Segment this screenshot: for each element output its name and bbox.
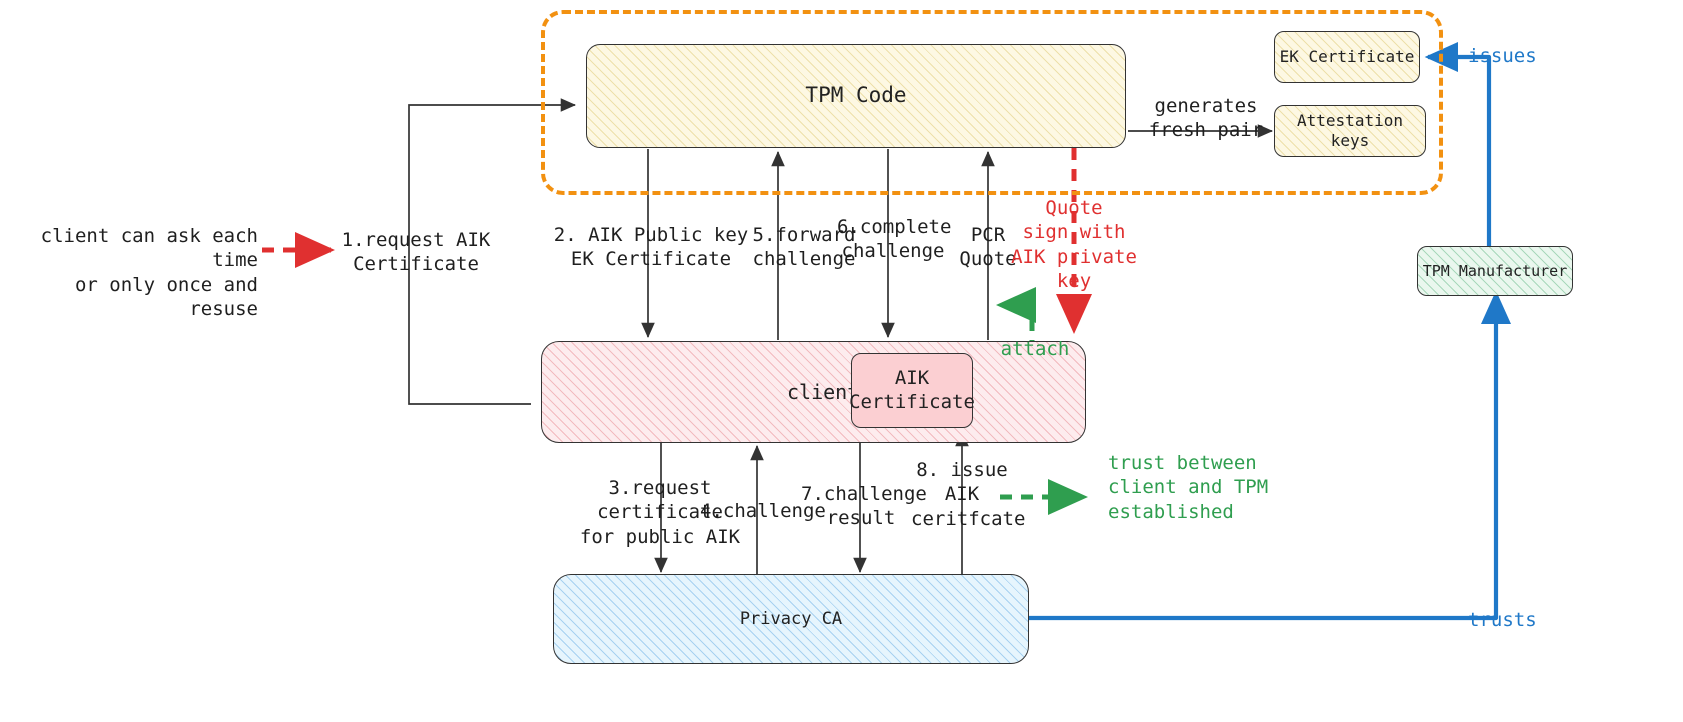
label-trust-note: trust between client and TPM established [1108, 452, 1269, 523]
node-attestation-keys[interactable]: Attestation keys [1274, 105, 1426, 157]
node-privacy-ca-label: Privacy CA [739, 608, 843, 629]
label-quote-sign: Quote sign with AIK private key [1011, 197, 1137, 292]
label-step4: 4.challenge [700, 500, 826, 522]
label-issues: issues [1468, 45, 1537, 67]
node-attestation-keys-label: Attestation keys [1297, 111, 1403, 150]
label-generates-fresh-pair: generates fresh pair [1148, 95, 1264, 142]
node-ek-certificate-label: EK Certificate [1279, 47, 1415, 67]
label-step8: 8. issue AIK ceritfcate [911, 459, 1026, 530]
node-privacy-ca[interactable]: Privacy CA [553, 574, 1029, 664]
label-attach: attach [1000, 338, 1070, 360]
node-client[interactable]: client [541, 341, 1086, 443]
node-client-label: client [787, 379, 860, 404]
label-step7: 7.challenge result [801, 483, 927, 530]
node-tpm-code[interactable]: TPM Code [586, 44, 1126, 148]
tpm-boundary [541, 10, 1443, 195]
node-tpm-manufacturer-label: TPM Manufacturer [1422, 261, 1568, 280]
label-step2: 2. AIK Public key EK Certificate [553, 224, 749, 271]
label-step1: 1.request AIK Certificate [341, 229, 491, 276]
node-aik-certificate[interactable]: AIK Certificate [849, 353, 975, 428]
label-step5: 5.forward challenge [752, 224, 856, 271]
label-pcr-quote: PCR Quote [959, 224, 1017, 271]
node-aik-certificate-label: AIK Certificate [849, 367, 975, 413]
label-trusts: trusts [1468, 609, 1537, 631]
label-client-note: client can ask each time or only once an… [40, 225, 258, 320]
node-tpm-code-label: TPM Code [805, 83, 907, 108]
node-ek-certificate[interactable]: EK Certificate [1274, 31, 1420, 83]
label-step6: 6.complete challenge [837, 216, 952, 263]
label-step3: 3.request certificate for public AIK [579, 477, 741, 548]
node-tpm-manufacturer[interactable]: TPM Manufacturer [1417, 246, 1573, 296]
